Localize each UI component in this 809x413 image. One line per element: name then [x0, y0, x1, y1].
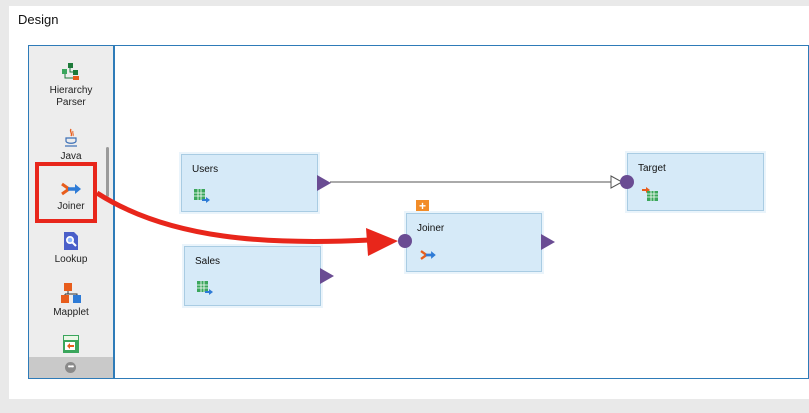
annotation-arrowhead-icon	[366, 228, 398, 256]
palette-footer: •••	[29, 357, 113, 378]
more-icon[interactable]: •••	[65, 362, 76, 373]
palette-item-transform[interactable]	[29, 334, 113, 357]
palette-scrollbar[interactable]	[106, 147, 109, 197]
palette-item-lookup[interactable]: Lookup	[29, 231, 113, 266]
hierarchy-parser-icon	[62, 63, 79, 80]
source-table-icon	[197, 281, 213, 295]
joiner-output-port-icon[interactable]	[540, 233, 556, 251]
palette-item-java[interactable]: Java	[29, 128, 113, 163]
mapplet-icon	[61, 283, 81, 303]
sales-output-port-icon[interactable]	[319, 267, 335, 285]
palette-item-mapplet[interactable]: Mapplet	[29, 282, 113, 319]
node-users[interactable]: Users	[181, 154, 318, 212]
annotation-arrow	[95, 190, 371, 245]
joiner-icon	[420, 250, 436, 260]
node-target[interactable]: Target	[627, 153, 764, 211]
joiner-highlight-box	[35, 162, 97, 223]
transformation-palette: Hierarchy Parser Java Joiner Lookup	[29, 46, 115, 378]
add-group-icon[interactable]: +	[416, 200, 429, 213]
node-label: Users	[192, 164, 219, 175]
target-input-port-icon[interactable]	[620, 175, 634, 189]
node-joiner[interactable]: Joiner	[406, 213, 542, 272]
panel-title: Design	[18, 12, 59, 27]
target-table-icon	[642, 187, 658, 201]
users-output-port-icon[interactable]	[316, 174, 332, 192]
palette-item-hierarchy-parser[interactable]: Hierarchy Parser	[29, 62, 113, 109]
node-sales[interactable]: Sales	[184, 246, 321, 306]
palette-item-label: Java	[60, 151, 82, 162]
palette-item-label: Hierarchy Parser	[49, 85, 93, 108]
node-label: Joiner	[417, 223, 445, 234]
palette-item-joiner[interactable]: Joiner	[29, 180, 113, 213]
palette-item-label: Joiner	[57, 201, 85, 212]
node-label: Target	[638, 163, 666, 174]
link-arrowhead-icon	[610, 175, 624, 189]
java-icon	[65, 128, 77, 147]
node-label: Sales	[195, 256, 221, 267]
joiner-icon	[61, 182, 81, 196]
source-table-icon	[194, 189, 210, 203]
joiner-input-port-icon[interactable]	[398, 234, 412, 248]
palette-item-label: Mapplet	[53, 307, 89, 318]
transform-icon	[63, 335, 79, 353]
lookup-icon	[64, 232, 78, 250]
palette-item-label: Lookup	[54, 254, 88, 265]
